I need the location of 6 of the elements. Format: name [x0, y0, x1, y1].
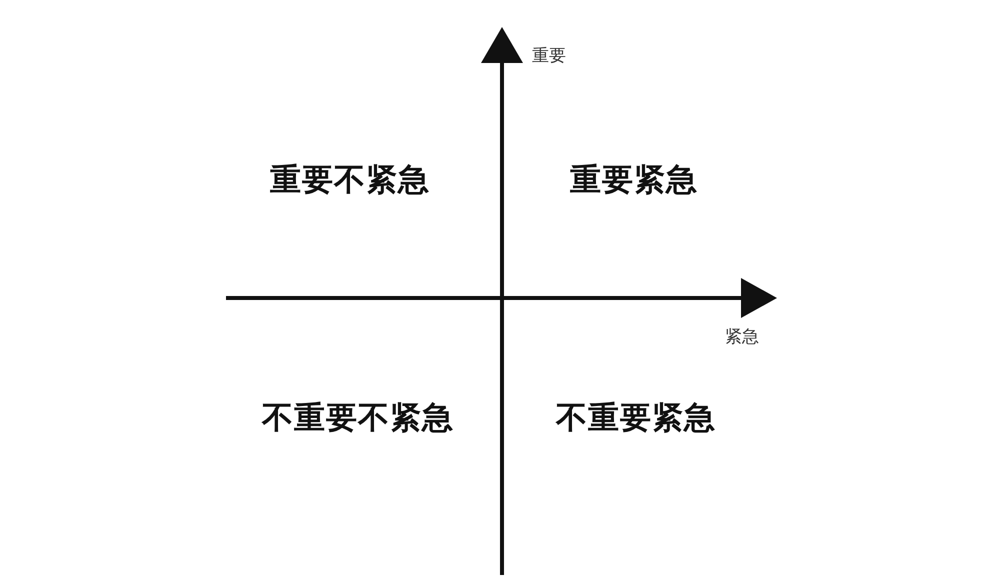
axis-label: 重要	[532, 47, 566, 67]
quadrant-label: 不重要不紧急	[262, 401, 454, 437]
axis-label: 紧急	[725, 328, 759, 348]
quadrant-label: 不重要紧急	[556, 401, 716, 437]
quadrant-label: 重要紧急	[570, 163, 698, 199]
quadrant-label: 重要不紧急	[270, 163, 430, 199]
